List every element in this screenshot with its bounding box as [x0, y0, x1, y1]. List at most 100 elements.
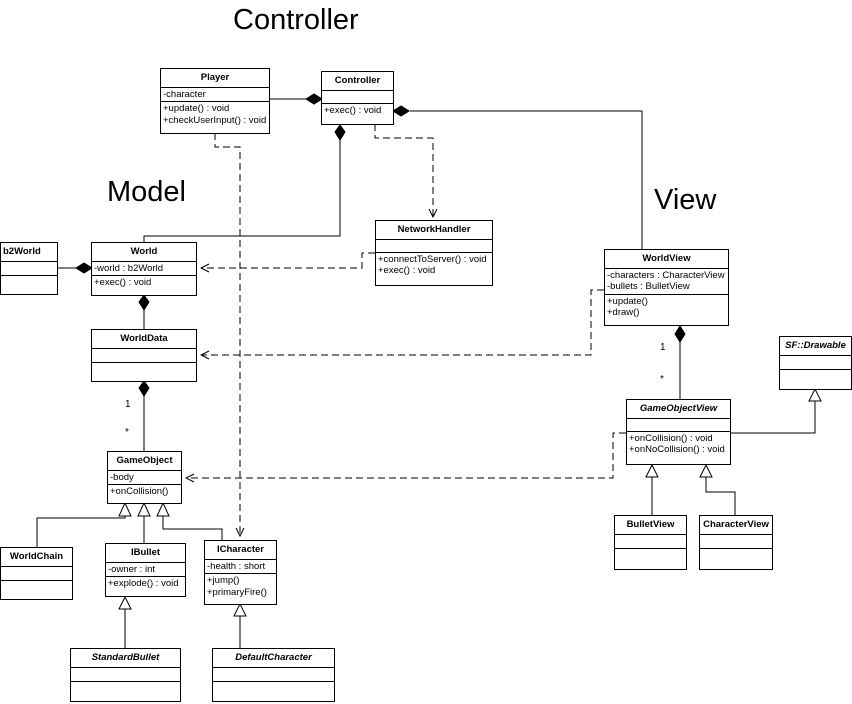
operations-section [615, 549, 686, 562]
attributes-section [700, 535, 772, 549]
triangle-gameobject-left [118, 501, 132, 517]
dep-player-icharacter [214, 133, 240, 536]
dep-gameobjectview-gameobject [186, 432, 626, 478]
class-sf-drawable: SF::Drawable [779, 336, 852, 390]
operation: +explode() : void [108, 578, 179, 589]
class-network-handler: NetworkHandler +connectToServer() : void… [375, 220, 493, 286]
attribute: -health : short [207, 560, 266, 572]
class-world-view: WorldView -characters : CharacterView -b… [604, 249, 729, 326]
multiplicity-worldview-one: 1 [660, 342, 666, 353]
operations-section: +update() : void +checkUserInput() : voi… [161, 102, 269, 127]
class-game-object-view: GameObjectView +onCollision() : void +on… [626, 399, 731, 465]
class-standard-bullet: StandardBullet [70, 648, 181, 702]
multiplicity-worldview-many: * [660, 374, 664, 385]
diamond-controller-worldview [392, 105, 410, 117]
multiplicity-worlddata-one: 1 [125, 399, 131, 410]
attributes-section: -owner : int [106, 563, 185, 577]
operations-section: +exec() : void [92, 276, 196, 290]
attribute: -bullets : BulletView [607, 281, 690, 292]
class-name: GameObject [108, 452, 181, 471]
dep-worldview-worlddata [201, 289, 604, 355]
triangle-sfdrawable [808, 387, 822, 402]
attributes-section [71, 668, 180, 682]
diamond-world-b2world [75, 262, 93, 274]
operation: +connectToServer() : void [378, 253, 487, 265]
gen-gameobjectview-sfdrawable [730, 401, 816, 434]
class-player: Player -character +update() : void +chec… [160, 68, 270, 134]
class-name: StandardBullet [71, 649, 180, 668]
diamond-worlddata-gameobject [138, 380, 150, 397]
class-name: Controller [322, 72, 393, 91]
link-controller-worldview [410, 110, 643, 249]
attributes-section [615, 535, 686, 549]
attributes-section: -body [108, 471, 181, 485]
attribute: -world : b2World [94, 262, 163, 274]
operation: +draw() [607, 307, 640, 318]
class-character-view: CharacterView [699, 515, 773, 570]
attributes-section [1, 262, 57, 276]
operation: +update() : void [163, 103, 230, 114]
diamond-controller-world [334, 124, 346, 141]
diamond-worldview-gameobjectview [674, 325, 686, 343]
class-name: Player [161, 69, 269, 88]
operations-section: +onCollision() : void +onNoCollision() :… [627, 432, 730, 457]
class-world-data: WorldData [91, 329, 197, 382]
class-name: DefaultCharacter [213, 649, 334, 668]
attributes-section: -character [161, 88, 269, 102]
class-name: SF::Drawable [780, 337, 851, 356]
class-name: BulletView [615, 516, 686, 535]
operations-section [780, 370, 851, 383]
operation: +update() [607, 295, 648, 307]
class-name: World [92, 243, 196, 262]
operations-section [92, 363, 196, 376]
attributes-section: -characters : CharacterView -bullets : B… [605, 269, 728, 295]
class-controller: Controller +exec() : void [321, 71, 394, 125]
view-heading: View [654, 184, 717, 216]
operations-section [1, 276, 57, 289]
operations-section [1, 581, 72, 594]
class-name: ICharacter [205, 541, 276, 560]
gen-characterview-gameobjectview [705, 477, 736, 515]
operations-section [213, 682, 334, 695]
triangle-gameobjectview-left [645, 463, 659, 478]
attribute: -body [110, 471, 134, 483]
class-bullet-view: BulletView [614, 515, 687, 570]
attribute: -characters : CharacterView [607, 269, 725, 281]
gen-icharacter-gameobject [162, 516, 223, 540]
dep-controller-networkhandler [374, 124, 433, 217]
class-b2world: b2World [0, 242, 58, 295]
gen-worldchain-gameobject [36, 516, 126, 548]
controller-heading: Controller [233, 4, 359, 36]
operation: +exec() : void [324, 104, 382, 116]
class-name: GameObjectView [627, 400, 730, 419]
operation: +onCollision() : void [629, 432, 713, 444]
class-world-chain: WorldChain [0, 547, 73, 600]
multiplicity-worlddata-many: * [125, 427, 129, 438]
triangle-gameobjectview-right [699, 463, 713, 478]
operations-section: +exec() : void [322, 104, 393, 118]
class-default-character: DefaultCharacter [212, 648, 335, 702]
operation: +exec() : void [94, 277, 152, 288]
attribute: -owner : int [108, 563, 155, 575]
triangle-gameobject-right [156, 501, 170, 517]
diamond-world-worlddata [138, 294, 150, 311]
operations-section [700, 549, 772, 562]
attribute: -character [163, 88, 206, 100]
dep-networkhandler-world [201, 252, 375, 268]
class-name: b2World [1, 243, 57, 262]
operation: +exec() : void [378, 265, 436, 276]
operation: +primaryFire() [207, 586, 267, 598]
link-controller-world [143, 140, 341, 243]
model-heading: Model [107, 176, 186, 208]
class-name: WorldData [92, 330, 196, 349]
attributes-section [1, 567, 72, 581]
operations-section: +connectToServer() : void +exec() : void [376, 253, 492, 278]
operation: +checkUserInput() : void [163, 114, 267, 126]
attributes-section [92, 349, 196, 363]
operation: +onNoCollision() : void [629, 444, 725, 455]
class-icharacter: ICharacter -health : short +jump() +prim… [204, 540, 277, 605]
triangle-ibullet [118, 595, 132, 610]
attributes-section [376, 240, 492, 253]
class-name: WorldView [605, 250, 728, 269]
